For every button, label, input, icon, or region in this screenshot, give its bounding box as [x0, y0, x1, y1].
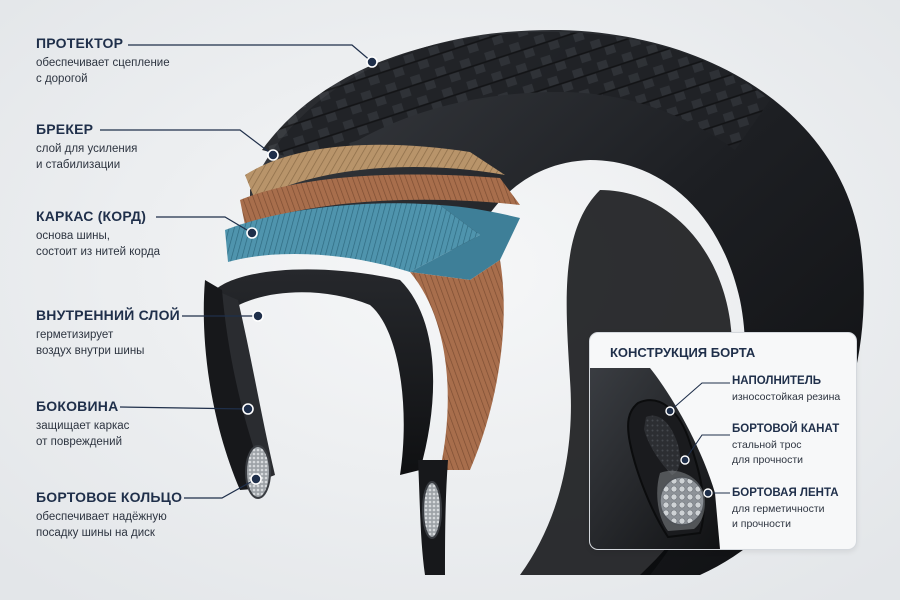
inset-filler-area — [644, 415, 680, 475]
right-bead — [422, 481, 442, 539]
left-sidewall — [203, 280, 268, 490]
tread-desc-line-1: обеспечивает сцепление — [36, 57, 170, 69]
label-inner-liner: ВНУТРЕННИЙ СЛОЙ герметизирует воздух вну… — [36, 307, 180, 359]
sidewall-desc-line-2: от повреждений — [36, 436, 122, 448]
label-tread: ПРОТЕКТОР обеспечивает сцепление с дорог… — [36, 35, 170, 87]
bead-ring-title: БОРТОВОЕ КОЛЬЦО — [36, 489, 183, 505]
carcass-desc-line-1: основа шины, — [36, 230, 110, 242]
bead-wire-desc: стальной трос для прочности — [732, 438, 839, 468]
bead-ring-desc-line-2: посадку шины на диск — [36, 527, 155, 539]
inset-illustration — [590, 368, 730, 549]
breaker-desc: слой для усиления и стабилизации — [36, 141, 137, 173]
inner-liner-desc: герметизирует воздух внутри шины — [36, 327, 180, 359]
breaker-desc-line-2: и стабилизации — [36, 159, 121, 171]
filler-desc: износостойкая резина — [732, 391, 841, 403]
inset-label-bead-tape: БОРТОВАЯ ЛЕНТА для герметичности и прочн… — [732, 487, 839, 532]
sidewall-desc-line-1: защищает каркас — [36, 420, 130, 432]
label-carcass: КАРКАС (КОРД) основа шины, состоит из ни… — [36, 208, 160, 260]
tread-desc: обеспечивает сцепление с дорогой — [36, 55, 170, 87]
leader-dots — [242, 56, 378, 485]
tread-surface — [262, 31, 770, 165]
left-bead — [245, 445, 271, 499]
bead-tape-title: БОРТОВАЯ ЛЕНТА — [732, 487, 839, 499]
inner-liner-edge — [215, 290, 275, 480]
bead-tape-desc: для герметичности и прочности — [732, 502, 839, 532]
inner-liner-desc-line-1: герметизирует — [36, 329, 114, 341]
bead-construction-inset: КОНСТРУКЦИЯ БОРТА — [589, 332, 857, 550]
inset-title: КОНСТРУКЦИЯ БОРТА — [610, 345, 756, 360]
breaker-layer — [245, 144, 505, 200]
inset-label-bead-wire: БОРТОВОЙ КАНАТ стальной трос для прочнос… — [732, 423, 839, 468]
carcass-layer — [225, 203, 480, 272]
carcass-desc-line-2: состоит из нитей корда — [36, 246, 161, 258]
filler-title: НАПОЛНИТЕЛЬ — [732, 375, 822, 387]
bead-tape-desc-line-2: и прочности — [732, 518, 791, 530]
inset-label-filler: НАПОЛНИТЕЛЬ износостойкая резина — [732, 375, 840, 405]
bead-wire-title: БОРТОВОЙ КАНАТ — [732, 423, 840, 435]
bead-wire-desc-line-2: для прочности — [732, 454, 804, 466]
carcass-layer-right — [410, 205, 520, 280]
inner-liner-desc-line-2: воздух внутри шины — [36, 345, 145, 357]
sidewall-title: БОКОВИНА — [36, 398, 119, 414]
inset-bead-wire — [659, 476, 705, 526]
label-breaker: БРЕКЕР слой для усиления и стабилизации — [36, 121, 137, 173]
label-bead-ring: БОРТОВОЕ КОЛЬЦО обеспечивает надёжную по… — [36, 489, 182, 541]
bead-wire-desc-line-1: стальной трос — [732, 439, 802, 451]
inset-leader-dots — [665, 406, 713, 498]
tread-title: ПРОТЕКТОР — [36, 35, 124, 51]
copper-layer-upper — [240, 174, 520, 225]
leader-lines — [100, 44, 373, 499]
bead-tape-desc-line-1: для герметичности — [732, 503, 825, 515]
sidewall-desc: защищает каркас от повреждений — [36, 418, 129, 450]
tread-desc-line-2: с дорогой — [36, 73, 88, 85]
bead-ring-desc-line-1: обеспечивает надёжную — [36, 511, 167, 523]
inner-liner-title: ВНУТРЕННИЙ СЛОЙ — [36, 307, 180, 323]
carcass-desc: основа шины, состоит из нитей корда — [36, 228, 160, 260]
breaker-title: БРЕКЕР — [36, 121, 94, 137]
bead-ring-desc: обеспечивает надёжную посадку шины на ди… — [36, 509, 182, 541]
copper-layer-side — [410, 260, 504, 470]
label-sidewall: БОКОВИНА защищает каркас от повреждений — [36, 398, 129, 450]
breaker-desc-line-1: слой для усиления — [36, 143, 138, 155]
carcass-title: КАРКАС (КОРД) — [36, 208, 147, 224]
inner-cavity — [215, 269, 434, 475]
